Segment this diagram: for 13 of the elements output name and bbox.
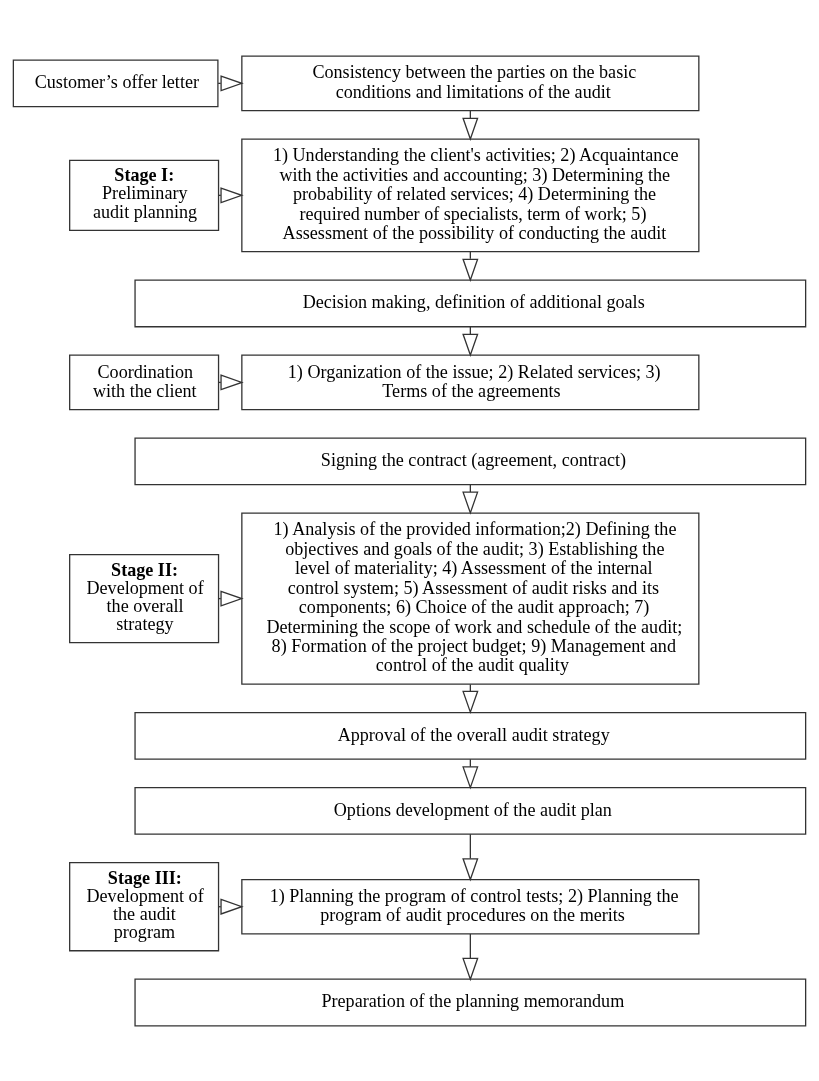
node-box: Signing the contract (agreement, contract) xyxy=(134,436,807,485)
node-box: Approval of the overall audit strategy xyxy=(134,711,807,760)
node-box: 1) Organization of the issue; 2) Related services; 3) Terms of the agreements xyxy=(241,354,700,410)
node-box: 1) Analysis of the provided information;2) Defining the objectives and goals of the audit; 3) Establishing the level of materiality; 4) Assessment of the internal control system; 5) Assessment of audit risks and its components; 6) Choice of the audit approach; 7) Determining the scope of work and schedule of the audit; 8) Formation of the project budget; 9) Management and control of the audit quality xyxy=(241,512,700,685)
arrow xyxy=(462,932,479,981)
arrow xyxy=(462,833,479,881)
node-box: Customer’s offer letter xyxy=(12,58,219,107)
node-box: 1) Planning the program of control tests; 2) Planning the program of audit procedures on the merits xyxy=(241,878,700,935)
node-box: 1) Understanding the client's activities; 2) Acquaintance with the activities and accounting; 3) Determining the probability of related services; 4) Determining the required number of specialists, term of work; 5) Assessment of the possibility of conducting the audit xyxy=(241,137,700,252)
node-box: Decision making, definition of additional goals xyxy=(134,279,807,327)
node-box: Options development of the audit plan xyxy=(134,786,807,835)
node-box: Consistency between the parties on the basic conditions and limitations of the audit xyxy=(241,55,700,111)
node-box: Preparation of the planning memorandum xyxy=(134,978,807,1026)
